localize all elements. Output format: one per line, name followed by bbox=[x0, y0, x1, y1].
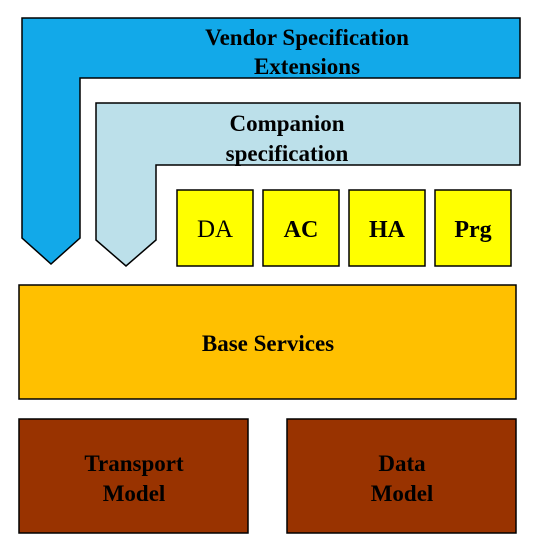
vendor-extensions-title-line1: Vendor Specification bbox=[205, 25, 409, 50]
base-services-label: Base Services bbox=[202, 331, 334, 356]
companion-spec-title-line1: Companion bbox=[229, 111, 344, 136]
profile-da: DA bbox=[176, 189, 254, 267]
profile-prg-box bbox=[434, 189, 512, 267]
data-model-line2: Model bbox=[371, 481, 434, 506]
data-model-block: Data Model bbox=[286, 418, 517, 534]
transport-model-box bbox=[18, 418, 249, 534]
profile-ac: AC bbox=[262, 189, 340, 267]
data-model-box bbox=[286, 418, 517, 534]
profile-boxes: DA AC HA Prg bbox=[176, 189, 512, 267]
profile-ac-label: AC bbox=[284, 217, 319, 243]
data-model-line1: Data bbox=[378, 451, 426, 476]
transport-model-line2: Model bbox=[103, 481, 166, 506]
profile-ha: HA bbox=[348, 189, 426, 267]
companion-spec-shape bbox=[95, 102, 521, 267]
base-services-block: Base Services bbox=[18, 284, 517, 400]
vendor-extensions-block: Vendor Specification Extensions bbox=[21, 17, 521, 266]
profile-da-label: DA bbox=[197, 216, 233, 243]
profile-prg: Prg bbox=[434, 189, 512, 267]
transport-model-block: Transport Model bbox=[18, 418, 249, 534]
profile-da-box bbox=[176, 189, 254, 267]
profile-prg-label: Prg bbox=[454, 217, 491, 243]
profile-ac-box bbox=[262, 189, 340, 267]
companion-spec-title-line2: specification bbox=[226, 141, 349, 166]
profile-ha-label: HA bbox=[369, 217, 406, 243]
vendor-extensions-title-line2: Extensions bbox=[254, 54, 360, 79]
vendor-extensions-shape bbox=[21, 17, 521, 266]
profile-ha-box bbox=[348, 189, 426, 267]
transport-model-line1: Transport bbox=[84, 451, 184, 476]
base-services-box bbox=[18, 284, 517, 400]
companion-spec-block: Companion specification bbox=[95, 102, 521, 267]
